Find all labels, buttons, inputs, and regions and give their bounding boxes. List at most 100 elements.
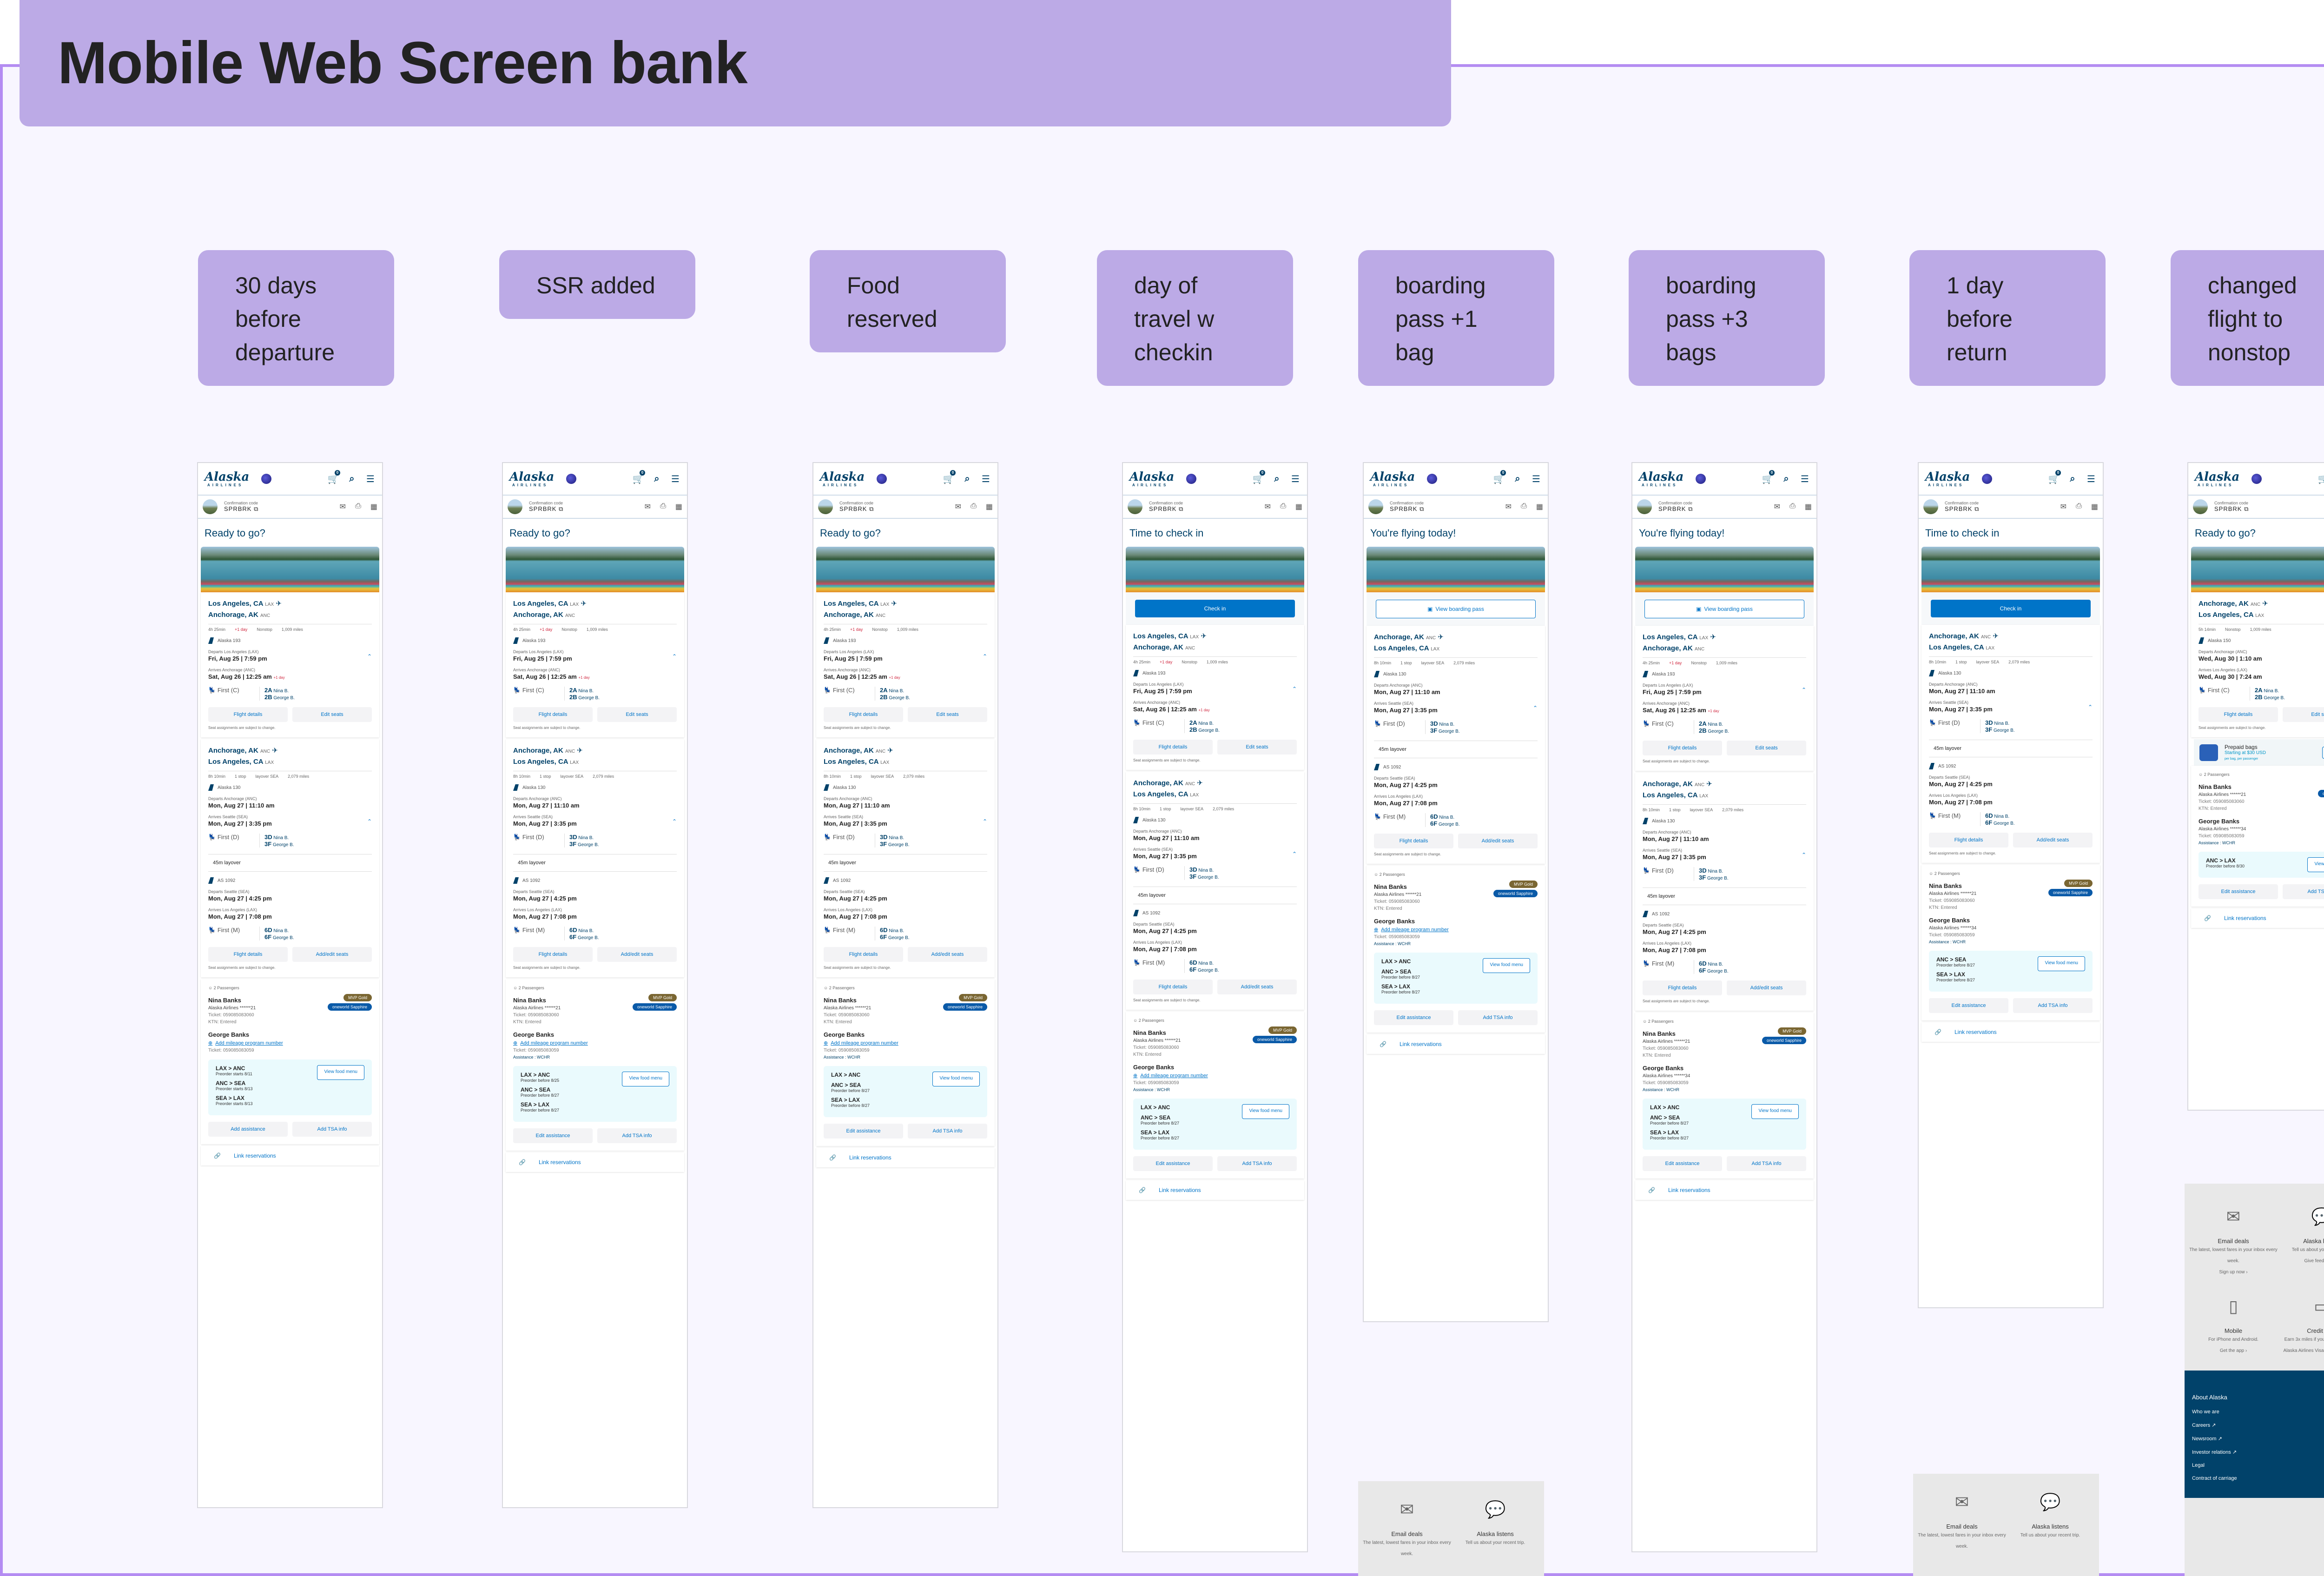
flight-details-button[interactable]: Flight details bbox=[1643, 741, 1722, 755]
calendar-icon[interactable]: ▦ bbox=[985, 503, 993, 511]
footer-link-careers[interactable]: Careers ↗ bbox=[2192, 1423, 2216, 1428]
envelope-icon[interactable]: ✉ bbox=[339, 503, 346, 511]
envelope-icon[interactable]: ✉ bbox=[644, 503, 651, 511]
view-food-menu-button[interactable]: View food menu bbox=[2038, 956, 2085, 971]
edit-seats-button[interactable]: Edit seats bbox=[292, 707, 372, 722]
give-feedback-link[interactable]: Give feedback ↗ bbox=[2304, 1258, 2324, 1264]
add-edit-seats-button[interactable]: Add/edit seats bbox=[597, 947, 677, 962]
footer-link-legal[interactable]: Legal bbox=[2192, 1463, 2205, 1468]
add-edit-seats-button[interactable]: Add/edit seats bbox=[2013, 833, 2093, 848]
link-reservations[interactable]: 🔗Link reservations bbox=[2191, 908, 2324, 928]
chevron-up-icon[interactable]: ⌃ bbox=[672, 818, 677, 825]
get-app-link[interactable]: Get the app › bbox=[2219, 1348, 2247, 1353]
link-reservations[interactable]: 🔗Link reservations bbox=[1921, 1022, 2100, 1042]
copy-icon[interactable]: ⧉ bbox=[1179, 505, 1184, 512]
printer-icon[interactable]: ⎙ bbox=[1280, 502, 1286, 510]
calendar-icon[interactable]: ▦ bbox=[370, 503, 377, 511]
search-icon[interactable]: ⌕ bbox=[1274, 473, 1280, 484]
link-reservations[interactable]: 🔗Link reservations bbox=[1635, 1180, 1814, 1200]
link-reservations[interactable]: 🔗Link reservations bbox=[201, 1146, 379, 1165]
link-reservations[interactable]: 🔗Link reservations bbox=[1126, 1180, 1304, 1200]
check-in-button[interactable]: Check in bbox=[1931, 600, 2091, 617]
footer-link-investor-relations[interactable]: Investor relations ↗ bbox=[2192, 1450, 2237, 1455]
footer-link-who-we-are[interactable]: Who we are bbox=[2192, 1409, 2219, 1415]
calendar-icon[interactable]: ▦ bbox=[1536, 503, 1543, 511]
add-tsa-button[interactable]: Add TSA info bbox=[2013, 998, 2093, 1013]
chevron-up-icon[interactable]: ⌃ bbox=[1801, 687, 1806, 693]
view-food-menu-button[interactable]: View food menu bbox=[1751, 1104, 1799, 1119]
edit-assistance-button[interactable]: Edit assistance bbox=[1643, 1156, 1722, 1171]
chevron-up-icon[interactable]: ⌃ bbox=[1292, 686, 1297, 692]
link-reservations[interactable]: 🔗Link reservations bbox=[1367, 1034, 1545, 1054]
flight-details-button[interactable]: Flight details bbox=[824, 947, 903, 962]
hamburger-menu-icon[interactable]: ☰ bbox=[1532, 474, 1540, 484]
chevron-up-icon[interactable]: ⌃ bbox=[1532, 705, 1538, 711]
flight-details-button[interactable]: Flight details bbox=[824, 707, 903, 722]
view-boarding-pass-button[interactable]: ▣View boarding pass bbox=[1644, 600, 1804, 618]
footer-link-contract-of-carriage[interactable]: Contract of carriage bbox=[2192, 1476, 2237, 1481]
hamburger-menu-icon[interactable]: ☰ bbox=[2087, 474, 2095, 484]
view-food-menu-button[interactable]: View food menu bbox=[622, 1072, 669, 1086]
search-icon[interactable]: ⌕ bbox=[1783, 473, 1789, 484]
add-tsa-button[interactable]: Add TSA info bbox=[1727, 1156, 1806, 1171]
flight-details-button[interactable]: Flight details bbox=[1929, 833, 2008, 848]
edit-assistance-button[interactable]: Edit assistance bbox=[1929, 998, 2008, 1013]
add-edit-seats-button[interactable]: Add/edit seats bbox=[1458, 834, 1538, 848]
chevron-up-icon[interactable]: ⌃ bbox=[672, 653, 677, 660]
printer-icon[interactable]: ⎙ bbox=[1789, 502, 1796, 510]
copy-icon[interactable]: ⧉ bbox=[1974, 505, 1980, 512]
check-in-button[interactable]: Check in bbox=[1135, 600, 1295, 617]
flight-details-button[interactable]: Flight details bbox=[513, 707, 593, 722]
envelope-icon[interactable]: ✉ bbox=[1505, 503, 1512, 511]
envelope-icon[interactable]: ✉ bbox=[1774, 503, 1781, 511]
edit-assistance-button[interactable]: Edit assistance bbox=[513, 1128, 593, 1143]
chevron-up-icon[interactable]: ⌃ bbox=[1292, 851, 1297, 857]
add-edit-seats-button[interactable]: Add/edit seats bbox=[292, 947, 372, 962]
chevron-up-icon[interactable]: ⌃ bbox=[367, 818, 372, 825]
view-food-menu-button[interactable]: View food menu bbox=[1242, 1104, 1289, 1119]
envelope-icon[interactable]: ✉ bbox=[955, 503, 962, 511]
hamburger-menu-icon[interactable]: ☰ bbox=[1801, 474, 1809, 484]
add-edit-seats-button[interactable]: Add/edit seats bbox=[1217, 980, 1297, 994]
calendar-icon[interactable]: ▦ bbox=[1804, 503, 1812, 511]
chevron-up-icon[interactable]: ⌃ bbox=[2087, 704, 2093, 710]
hamburger-menu-icon[interactable]: ☰ bbox=[366, 474, 375, 484]
add-tsa-button[interactable]: Add TSA info bbox=[597, 1128, 677, 1143]
flight-details-button[interactable]: Flight details bbox=[1643, 980, 1722, 995]
copy-icon[interactable]: ⧉ bbox=[559, 505, 564, 512]
printer-icon[interactable]: ⎙ bbox=[2076, 502, 2082, 510]
edit-seats-button[interactable]: Edit seats bbox=[597, 707, 677, 722]
add-tsa-button[interactable]: Add TSA info bbox=[908, 1124, 987, 1139]
search-icon[interactable]: ⌕ bbox=[349, 473, 355, 484]
add-mileage-link[interactable]: ⊕ Add mileage program number bbox=[824, 1040, 898, 1046]
chevron-up-icon[interactable]: ⌃ bbox=[982, 653, 987, 660]
edit-seats-button[interactable]: Edit seats bbox=[1217, 740, 1297, 755]
view-boarding-pass-button[interactable]: ▣View boarding pass bbox=[1376, 600, 1536, 618]
edit-assistance-button[interactable]: Edit assistance bbox=[1133, 1156, 1213, 1171]
printer-icon[interactable]: ⎙ bbox=[1521, 502, 1527, 510]
link-reservations[interactable]: 🔗Link reservations bbox=[816, 1148, 995, 1167]
add-mileage-link[interactable]: ⊕ Add mileage program number bbox=[513, 1040, 588, 1046]
edit-seats-button[interactable]: Edit seats bbox=[2283, 707, 2324, 722]
calendar-icon[interactable]: ▦ bbox=[1295, 503, 1302, 511]
cart-icon[interactable]: 🛒0 bbox=[633, 470, 645, 484]
get-started-button[interactable]: Get started bbox=[2322, 746, 2324, 759]
add-tsa-button[interactable]: Add TSA info bbox=[1217, 1156, 1297, 1171]
cart-icon[interactable]: 🛒0 bbox=[1493, 470, 1506, 484]
cart-icon[interactable]: 🛒0 bbox=[328, 470, 340, 484]
calendar-icon[interactable]: ▦ bbox=[675, 503, 682, 511]
flight-details-button[interactable]: Flight details bbox=[1133, 740, 1213, 755]
add-tsa-button[interactable]: Add TSA info bbox=[1458, 1010, 1538, 1025]
add-tsa-button[interactable]: Add TSA info bbox=[292, 1122, 372, 1137]
chevron-up-icon[interactable]: ⌃ bbox=[982, 818, 987, 825]
copy-icon[interactable]: ⧉ bbox=[254, 505, 259, 512]
view-food-menu-button[interactable]: View food menu bbox=[2307, 857, 2324, 872]
edit-seats-button[interactable]: Edit seats bbox=[1727, 741, 1806, 755]
printer-icon[interactable]: ⎙ bbox=[971, 502, 977, 510]
copy-icon[interactable]: ⧉ bbox=[2244, 505, 2249, 512]
